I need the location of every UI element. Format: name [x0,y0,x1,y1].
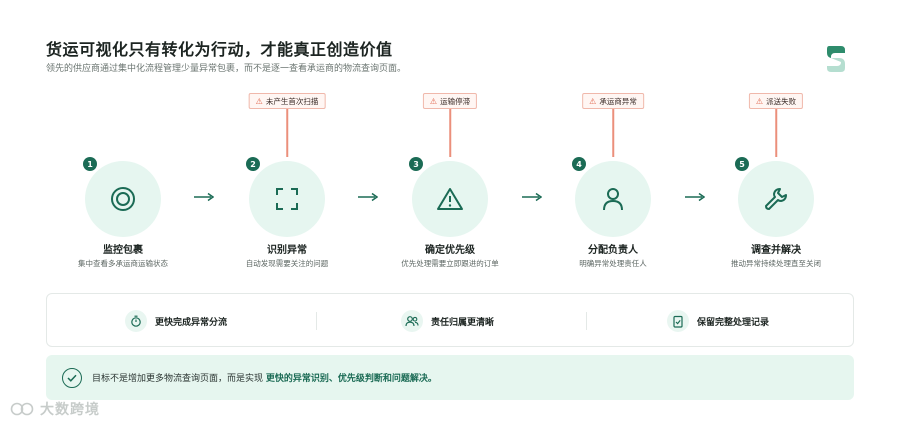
person-icon [603,188,623,211]
arrow-right-icon [685,192,705,202]
goal-text-strong: 更快的异常识别、优先级判断和问题解决。 [265,374,437,384]
benefit-label: 保留完整处理记录 [697,317,770,328]
alert-connector [612,109,614,157]
divider [316,312,317,330]
benefit-item: 责任归属更清晰 [401,294,494,348]
warning-icon: ⚠ [589,96,597,106]
users-icon [401,310,423,332]
step-label: 识别异常 [267,245,307,256]
wrench-icon [765,188,787,210]
benefits-bar: 更快完成异常分流 责任归属更清晰 保留完整处理记录 [46,293,854,347]
watermark: 大数跨境 [10,399,100,419]
warning-icon: ⚠ [255,96,263,106]
step-icon-circle [249,161,325,237]
benefit-item: 保留完整处理记录 [667,294,769,348]
step-number-badge: 3 [409,157,423,171]
step-number-badge: 1 [83,157,97,171]
page-title: 货运可视化只有转化为行动，才能真正创造价值 [46,40,393,59]
step-icon-circle [575,161,651,237]
alert-label: 未产生首次扫描 [265,96,319,106]
step-icon-circle [85,161,161,237]
timer-icon [125,310,147,332]
step-icon-circle [738,161,814,237]
alert-connector [286,109,288,157]
target-icon [111,187,135,211]
alert-tag: ⚠ 运输停滞 [422,93,478,109]
watermark-text: 大数跨境 [40,402,100,418]
benefit-label: 更快完成异常分流 [155,317,228,328]
scan-frame-icon [276,188,298,210]
alert-connector [449,109,451,157]
step-label: 分配负责人 [588,245,638,256]
goal-text: 目标不是增加更多物流查询页面，而是实现 更快的异常识别、优先级判断和问题解决。 [92,371,437,384]
step-desc: 集中查看多承运商运输状态 [78,259,168,268]
step-label: 确定优先级 [425,245,475,256]
step-desc: 优先处理需要立即跟进的订单 [401,259,499,268]
alert-tag: ⚠ 承运商异常 [582,93,644,109]
benefit-label: 责任归属更清晰 [431,317,495,328]
check-circle-icon [62,367,82,388]
warning-icon: ⚠ [755,96,764,106]
step-number-badge: 5 [735,157,749,171]
step-number-badge: 4 [572,157,586,171]
alert-label: 承运商异常 [599,96,637,106]
step-desc: 推动异常持续处理直至关闭 [731,259,821,268]
arrow-right-icon [358,192,378,202]
benefit-item: 更快完成异常分流 [125,294,227,348]
arrow-right-icon [194,192,214,202]
clipboard-check-icon [667,310,689,332]
brand-logo-icon [827,46,845,72]
goal-banner: 目标不是增加更多物流查询页面，而是实现 更快的异常识别、优先级判断和问题解决。 [46,355,854,400]
step-desc: 自动发现需要关注的问题 [245,259,329,268]
watermark-logo-icon [10,402,34,416]
step-desc: 明确异常处理责任人 [579,259,647,268]
alert-tag: ⚠ 未产生首次扫描 [248,93,326,109]
goal-text-prefix: 目标不是增加更多物流查询页面，而是实现 [92,374,266,384]
step-number-badge: 2 [246,157,260,171]
alert-label: 运输停滞 [440,96,471,106]
warning-triangle-icon [437,188,463,210]
arrow-right-icon [522,192,542,202]
page-subtitle: 领先的供应商通过集中化流程管理少量异常包裹，而不是逐一查看承运商的物流查询页面。 [46,64,407,74]
divider [586,312,587,330]
alert-tag: ⚠ 派送失败 [748,93,804,109]
step-icon-circle [412,161,488,237]
step-label: 调查并解决 [751,245,801,256]
step-label: 监控包裹 [103,245,143,256]
alert-label: 派送失败 [766,96,797,106]
alert-connector [775,109,777,157]
warning-icon: ⚠ [429,96,438,106]
